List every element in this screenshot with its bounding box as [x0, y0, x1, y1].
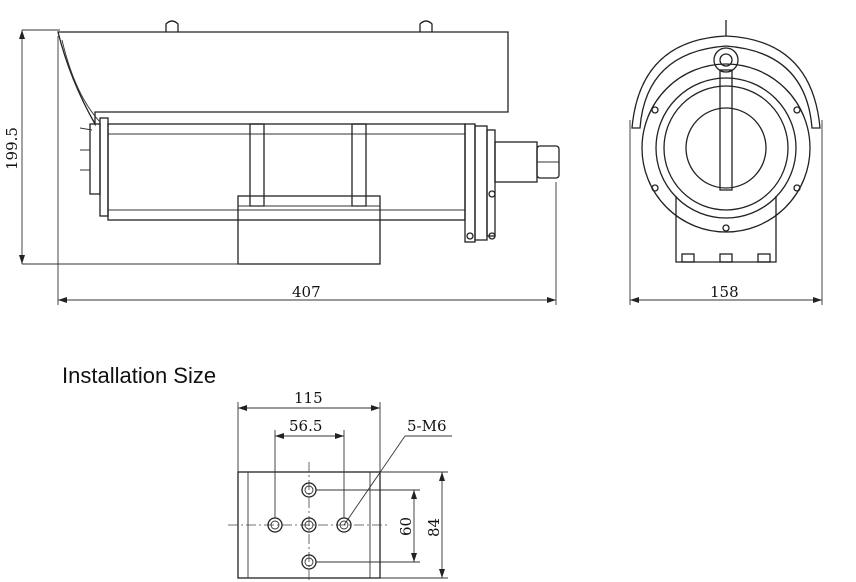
hole-spacing-dimension: 60: [316, 489, 420, 563]
front-bolts: [651, 106, 801, 232]
installation-size-heading: Installation Size: [62, 363, 217, 388]
plate-height-dim-label: 84: [425, 518, 443, 537]
height-dim-label: 199.5: [3, 127, 21, 170]
front-bracket: [675, 196, 777, 263]
hole-spacing-dim-label: 60: [397, 517, 415, 536]
wiper-arm: [719, 69, 733, 191]
front-sunshield: [631, 35, 821, 129]
front-window-circle: [685, 107, 767, 189]
plate-width-dimension: 115: [237, 389, 381, 472]
mount-holes: [267, 482, 352, 570]
length-dimension: 407: [57, 36, 557, 305]
front-view: 158: [629, 20, 823, 305]
front-outer-ring: [641, 63, 811, 233]
hole-callout: 5-M6: [343, 417, 452, 526]
mount-bracket: [237, 195, 381, 265]
top-bolts: [165, 20, 433, 32]
front-width-dimension: 158: [629, 120, 823, 305]
hole-center: [301, 517, 317, 533]
hole-offset-dim-label: 56.5: [289, 417, 322, 435]
side-view: 199.5 407: [3, 20, 560, 305]
hole-callout-label: 5-M6: [407, 417, 447, 435]
front-width-dim-label: 158: [710, 283, 739, 301]
length-dim-label: 407: [292, 283, 321, 301]
height-dimension: 199.5: [3, 29, 240, 265]
support-posts: [249, 123, 367, 207]
front-window: [79, 117, 109, 217]
installation-view: 115 56.5 5-M6 60: [228, 389, 452, 582]
plate-width-dim-label: 115: [294, 389, 323, 407]
rear-flange: [464, 123, 496, 243]
sunshield: [57, 31, 509, 127]
hole-offset-dimension: 56.5: [274, 417, 345, 518]
cable-gland: [494, 141, 560, 183]
plate-height-dimension: 84: [380, 471, 448, 579]
